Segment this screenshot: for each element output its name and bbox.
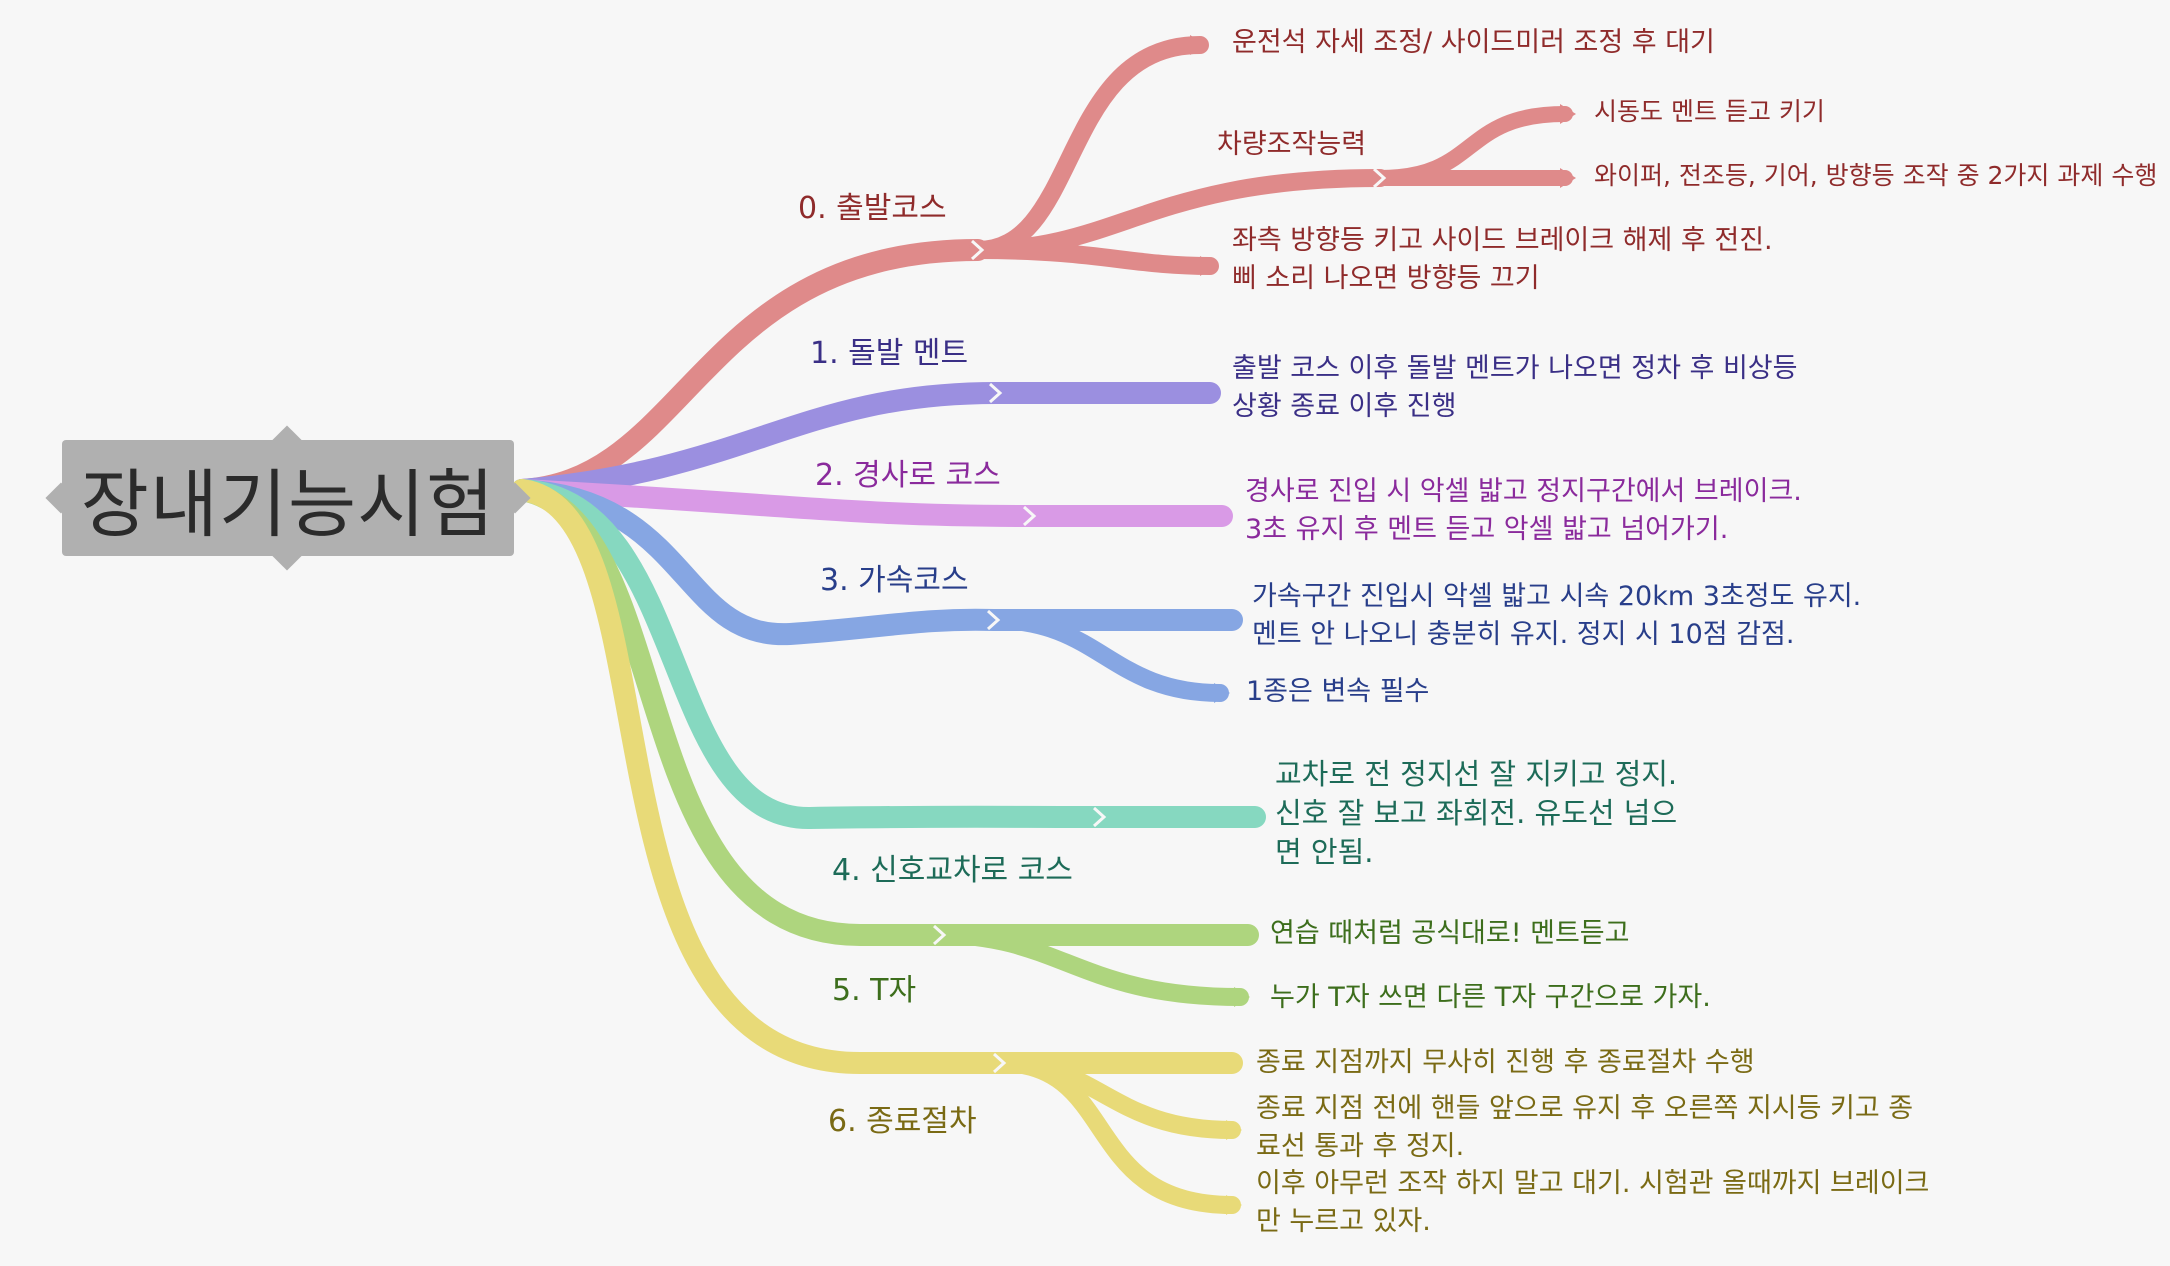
leaf-0-1-0[interactable]: 시동도 멘트 듣고 키기 [1594,97,1825,126]
branch-0-label[interactable]: 0. 출발코스 [798,191,947,226]
branch-3-junction [986,609,1001,631]
branch-1-label[interactable]: 1. 돌발 멘트 [810,336,969,371]
branch-6-leaf-2-link [991,1054,1241,1214]
branch-0-junction [970,239,985,261]
branch-3-label[interactable]: 3. 가속코스 [820,563,969,598]
leaf-2-0[interactable]: 경사로 진입 시 악셀 밟고 정지구간에서 브레이크. 3초 유지 후 멘트 듣… [1245,476,1802,545]
leaf-6-0[interactable]: 종료 지점까지 무사히 진행 후 종료절차 수행 [1256,1047,1755,1078]
branch-6-leaf-0-arrow [1226,1053,1242,1073]
branch-2-label[interactable]: 2. 경사로 코스 [815,458,1001,493]
branch-3-leaf-0-arrow [1224,610,1240,630]
branch-0-leaf-2-link [969,241,1219,275]
branch-0-sub-leaf-0-link [1372,106,1573,186]
branch-3-leaf-1-link [985,611,1229,702]
branch-6-label[interactable]: 6. 종료절차 [828,1104,977,1139]
branch-5-leaf-0-arrow [1240,925,1256,945]
branch-1-leaf-0-arrow [1202,383,1218,403]
branch-5-leaf-1-link [931,926,1249,1006]
branch-0-sub-junction [1372,167,1387,189]
branch-3-trunk [511,479,1243,646]
branch-2-trunk [511,479,1233,527]
branch-4-leaf-0-arrow [1246,807,1262,827]
leaf-0-0[interactable]: 운전석 자세 조정/ 사이드미러 조정 후 대기 [1232,27,1715,58]
branch-6-trunk [511,479,1243,1074]
branch-0-leaf-2-arrow [1200,256,1216,276]
subtopic-vehicle-control-label[interactable]: 차량조작능력 [1217,129,1367,160]
root-topic-label: 장내기능시험 [80,461,496,548]
leaf-5-0[interactable]: 연습 때처럼 공식대로! 멘트듣고 [1270,918,1630,949]
leaf-4-0[interactable]: 교차로 전 정지선 잘 지키고 정지. 신호 잘 보고 좌회전. 유도선 넘으 … [1275,757,1678,869]
branch-3-leaf-1-arrow [1214,683,1230,703]
branch-2-leaf-0-arrow [1214,506,1230,526]
leaf-0-1-1[interactable]: 와이퍼, 전조등, 기어, 방향등 조작 중 2가지 과제 수행 [1594,161,2158,190]
branch-4-label[interactable]: 4. 신호교차로 코스 [832,853,1073,888]
branch-6-leaf-2-arrow [1226,1195,1242,1215]
branch-0-sub-leaf-0-arrow [1560,104,1576,124]
branch-1-trunk [511,382,1221,501]
leaf-3-0[interactable]: 가속구간 진입시 악셀 밟고 시속 20km 3초정도 유지. 멘트 안 나오니… [1252,581,1862,650]
leaf-6-2[interactable]: 이후 아무런 조작 하지 말고 대기. 시험관 올때까지 브레이크 만 누르고 … [1256,1168,1930,1237]
leaf-1-0[interactable]: 출발 코스 이후 돌발 멘트가 나오면 정차 후 비상등 상황 종료 이후 진행 [1232,353,1798,422]
branch-2-junction [1022,505,1037,527]
leaf-3-1[interactable]: 1종은 변속 필수 [1246,676,1430,707]
leaf-6-1[interactable]: 종료 지점 전에 핸들 앞으로 유지 후 오른쪽 지시등 키고 종 료선 통과 … [1256,1093,1914,1162]
branch-5-label[interactable]: 5. T자 [832,973,917,1008]
branch-6-leaf-1-arrow [1226,1120,1242,1140]
branch-4-junction [1092,806,1107,828]
branch-5-leaf-1-arrow [1234,987,1250,1007]
branch-0-leaf-0-arrow [1190,35,1206,55]
leaf-5-1[interactable]: 누가 T자 쓰면 다른 T자 구간으로 가자. [1270,982,1711,1013]
branch-1-junction [988,382,1003,404]
root-topic[interactable]: 장내기능시험 [62,440,514,556]
branch-0-leaf-0-link [969,36,1209,259]
branch-6-junction [992,1052,1007,1074]
leaf-0-2[interactable]: 좌측 방향등 키고 사이드 브레이크 해제 후 전진. 삐 소리 나오면 방향등… [1232,225,1773,294]
branch-0-sub-leaf-1-arrow [1560,168,1576,188]
branch-5-junction [932,924,947,946]
branch-4-trunk [511,479,1266,830]
